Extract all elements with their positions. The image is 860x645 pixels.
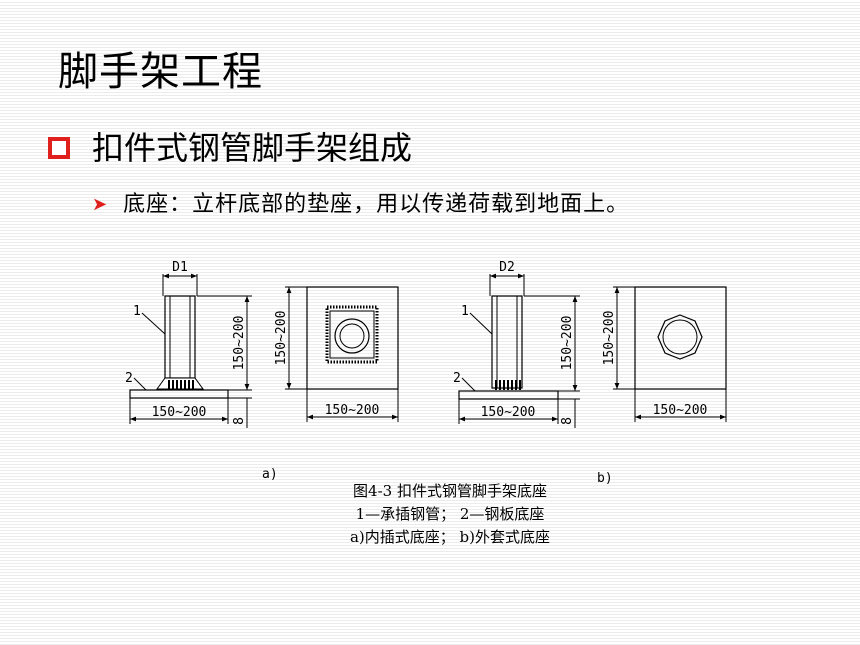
dim-thickness-a: 8	[232, 417, 247, 425]
dim-width-a-plan: 150~200	[325, 403, 380, 418]
dim-width-a-side: 150~200	[152, 405, 207, 420]
bullet-level2: ➤ 底座：立杆底部的垫座，用以传递荷载到地面上。	[92, 190, 629, 220]
label-d2: D2	[499, 260, 515, 275]
label-d1: D1	[172, 260, 188, 275]
hollow-square-icon	[48, 137, 70, 159]
dim-width-b-plan: 150~200	[653, 403, 708, 418]
side-view-b	[458, 273, 580, 428]
caption-line2: 1—承插钢管； 2—钢板底座	[355, 505, 545, 523]
bullet-level1: 扣件式钢管脚手架组成	[48, 126, 412, 170]
dim-width-b-side: 150~200	[481, 405, 536, 420]
bullet-level2-text: 底座：立杆底部的垫座，用以传递荷载到地面上。	[123, 192, 630, 217]
label-part2-a: 2	[125, 371, 133, 386]
label-part1-a: 1	[133, 304, 141, 319]
dim-height-b-plan: 150~200	[602, 311, 617, 366]
side-view-a	[129, 273, 252, 428]
label-part1-b: 1	[461, 304, 469, 319]
dim-thickness-b: 8	[560, 417, 575, 425]
arrow-icon: ➤	[92, 194, 108, 215]
caption-line3: a)内插式底座； b)外套式底座	[349, 528, 551, 546]
dim-height-a-plan: 150~200	[274, 311, 289, 366]
bullet-level1-text: 扣件式钢管脚手架组成	[92, 129, 413, 167]
figure-caption: 图4-3 扣件式钢管脚手架底座 1—承插钢管； 2—钢板底座 a)内插式底座； …	[300, 480, 600, 549]
plan-view-b	[613, 286, 727, 422]
label-part2-b: 2	[453, 371, 461, 386]
dim-height-b-side: 150~200	[560, 316, 575, 371]
subfigure-label-b: b)	[597, 471, 613, 486]
plan-view-a	[285, 286, 399, 422]
dim-height-a-side: 150~200	[232, 316, 247, 371]
subfigure-label-a: a)	[262, 467, 278, 482]
slide-title: 脚手架工程	[58, 49, 263, 95]
caption-line1: 图4-3 扣件式钢管脚手架底座	[353, 482, 547, 500]
